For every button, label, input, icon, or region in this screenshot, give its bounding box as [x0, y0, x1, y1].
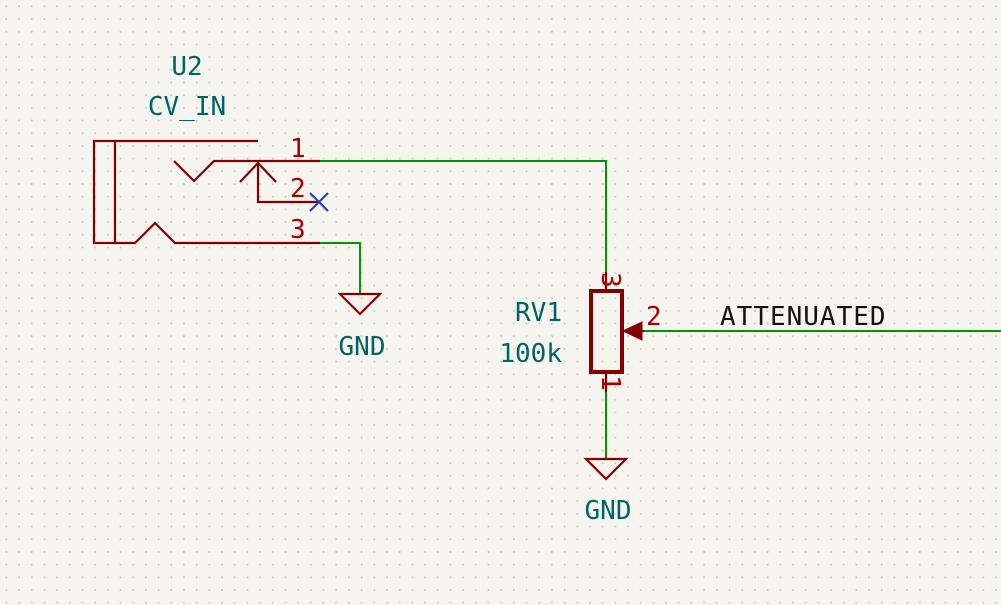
pot-body	[589, 289, 624, 374]
jack-pin-number-3: 3	[290, 215, 306, 245]
jack-value: CV_IN	[148, 92, 226, 122]
wire-sleeve-to-gnd[interactable]	[320, 242, 361, 293]
pot-pin-number-3: 3	[595, 272, 625, 288]
jack-pin-number-1: 1	[290, 134, 306, 164]
jack-reference: U2	[171, 52, 202, 82]
jack-pin-number-2: 2	[290, 174, 306, 204]
no-connect-marker[interactable]	[309, 192, 329, 212]
gnd-label-jack: GND	[339, 332, 386, 362]
jack-switch-contact	[256, 163, 320, 204]
gnd-symbol-pot[interactable]	[583, 457, 629, 481]
jack-sleeve-contact	[115, 221, 320, 245]
pot-reference: RV1	[515, 298, 562, 328]
jack-body	[92, 139, 117, 245]
gnd-label-pot: GND	[585, 496, 632, 526]
pot-pin-number-2: 2	[646, 302, 662, 332]
pot-wiper-arrow	[621, 321, 643, 341]
gnd-symbol-jack[interactable]	[337, 292, 383, 316]
wire-tip-to-pot[interactable]	[320, 160, 607, 272]
pot-value: 100k	[499, 339, 562, 369]
audio-jack-symbol[interactable]	[92, 139, 320, 245]
net-label-attenuated[interactable]: ATTENUATED	[720, 302, 887, 332]
potentiometer-symbol[interactable]	[589, 272, 644, 392]
jack-tip-contact	[173, 159, 320, 183]
pot-pin-number-1: 1	[595, 375, 625, 391]
